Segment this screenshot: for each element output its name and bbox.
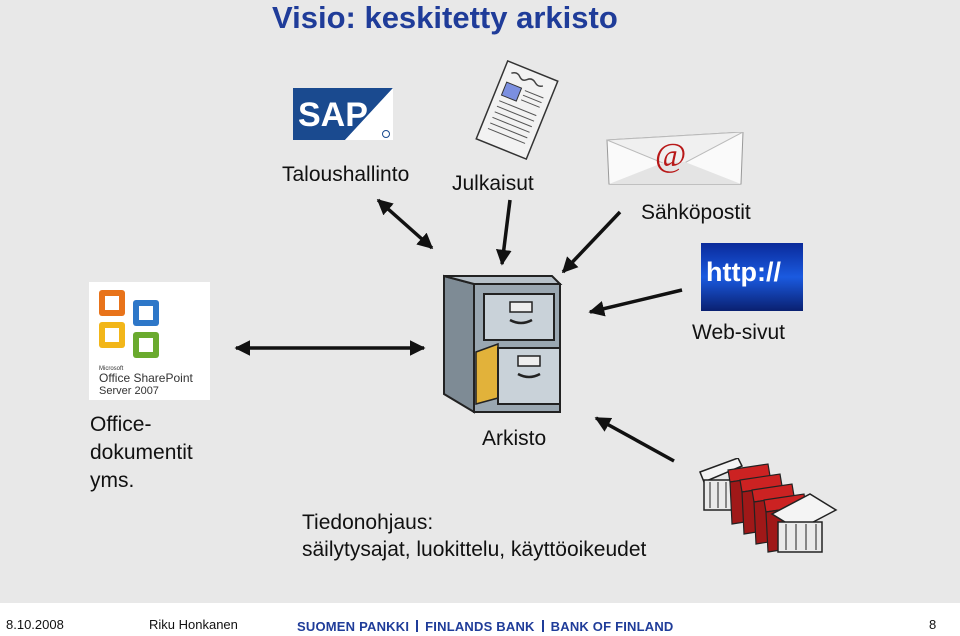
arrow-emails: [561, 210, 622, 274]
label-finance: Taloushallinto: [282, 163, 410, 186]
arrows-layer: [234, 198, 683, 463]
label-web-pages: Web-sivut: [692, 321, 785, 344]
http-text: http://: [706, 257, 781, 287]
sharepoint-name-text: Office SharePoint: [99, 371, 193, 385]
slide-title: Visio: keskitetty arkisto: [272, 0, 618, 35]
label-office-line2: dokumentit: [90, 441, 193, 464]
label-office-line1: Office-: [90, 413, 152, 436]
bank-name-en: BANK OF FINLAND: [550, 619, 674, 634]
label-emails: Sähköpostit: [641, 201, 751, 224]
email-at-symbol: @: [655, 137, 686, 174]
slide: Visio: keskitetty arkisto SAP @: [0, 0, 960, 603]
sharepoint-logo-icon: Microsoft Office SharePoint Server 2007: [89, 282, 210, 400]
archive-buildings-icon: [699, 458, 838, 553]
email-envelope-icon: @: [606, 132, 744, 185]
footer-author: Riku Honkanen: [149, 617, 238, 632]
sharepoint-version-text: Server 2007: [99, 385, 159, 397]
bank-separator: [541, 620, 544, 632]
arrow-web: [588, 288, 683, 317]
label-publications: Julkaisut: [452, 172, 534, 195]
arrow-finance: [376, 198, 434, 250]
bank-name-sv: FINLANDS BANK: [425, 619, 535, 634]
newspaper-icon: [475, 59, 559, 161]
sharepoint-microsoft-text: Microsoft: [99, 366, 124, 372]
slide-footer: [0, 603, 960, 636]
http-icon: http://: [701, 243, 803, 311]
arrow-archive: [594, 416, 675, 463]
label-guidance-line1: Tiedonohjaus:: [302, 511, 434, 534]
bank-separator: [416, 620, 419, 632]
label-guidance-line2: säilytysajat, luokittelu, käyttöoikeudet: [302, 538, 647, 561]
filing-cabinet-icon: [443, 274, 563, 414]
bank-name-fi: SUOMEN PANKKI: [297, 619, 410, 634]
footer-bank-name: SUOMEN PANKKI FINLANDS BANK BANK OF FINLAN…: [297, 619, 674, 634]
footer-date: 8.10.2008: [6, 617, 64, 632]
arrow-publications: [495, 199, 512, 266]
label-office-line3: yms.: [90, 469, 135, 492]
sap-logo-text: SAP: [298, 96, 368, 134]
footer-page-number: 8: [929, 617, 937, 632]
label-archive: Arkisto: [482, 427, 547, 450]
sap-logo-icon: SAP: [293, 88, 393, 140]
